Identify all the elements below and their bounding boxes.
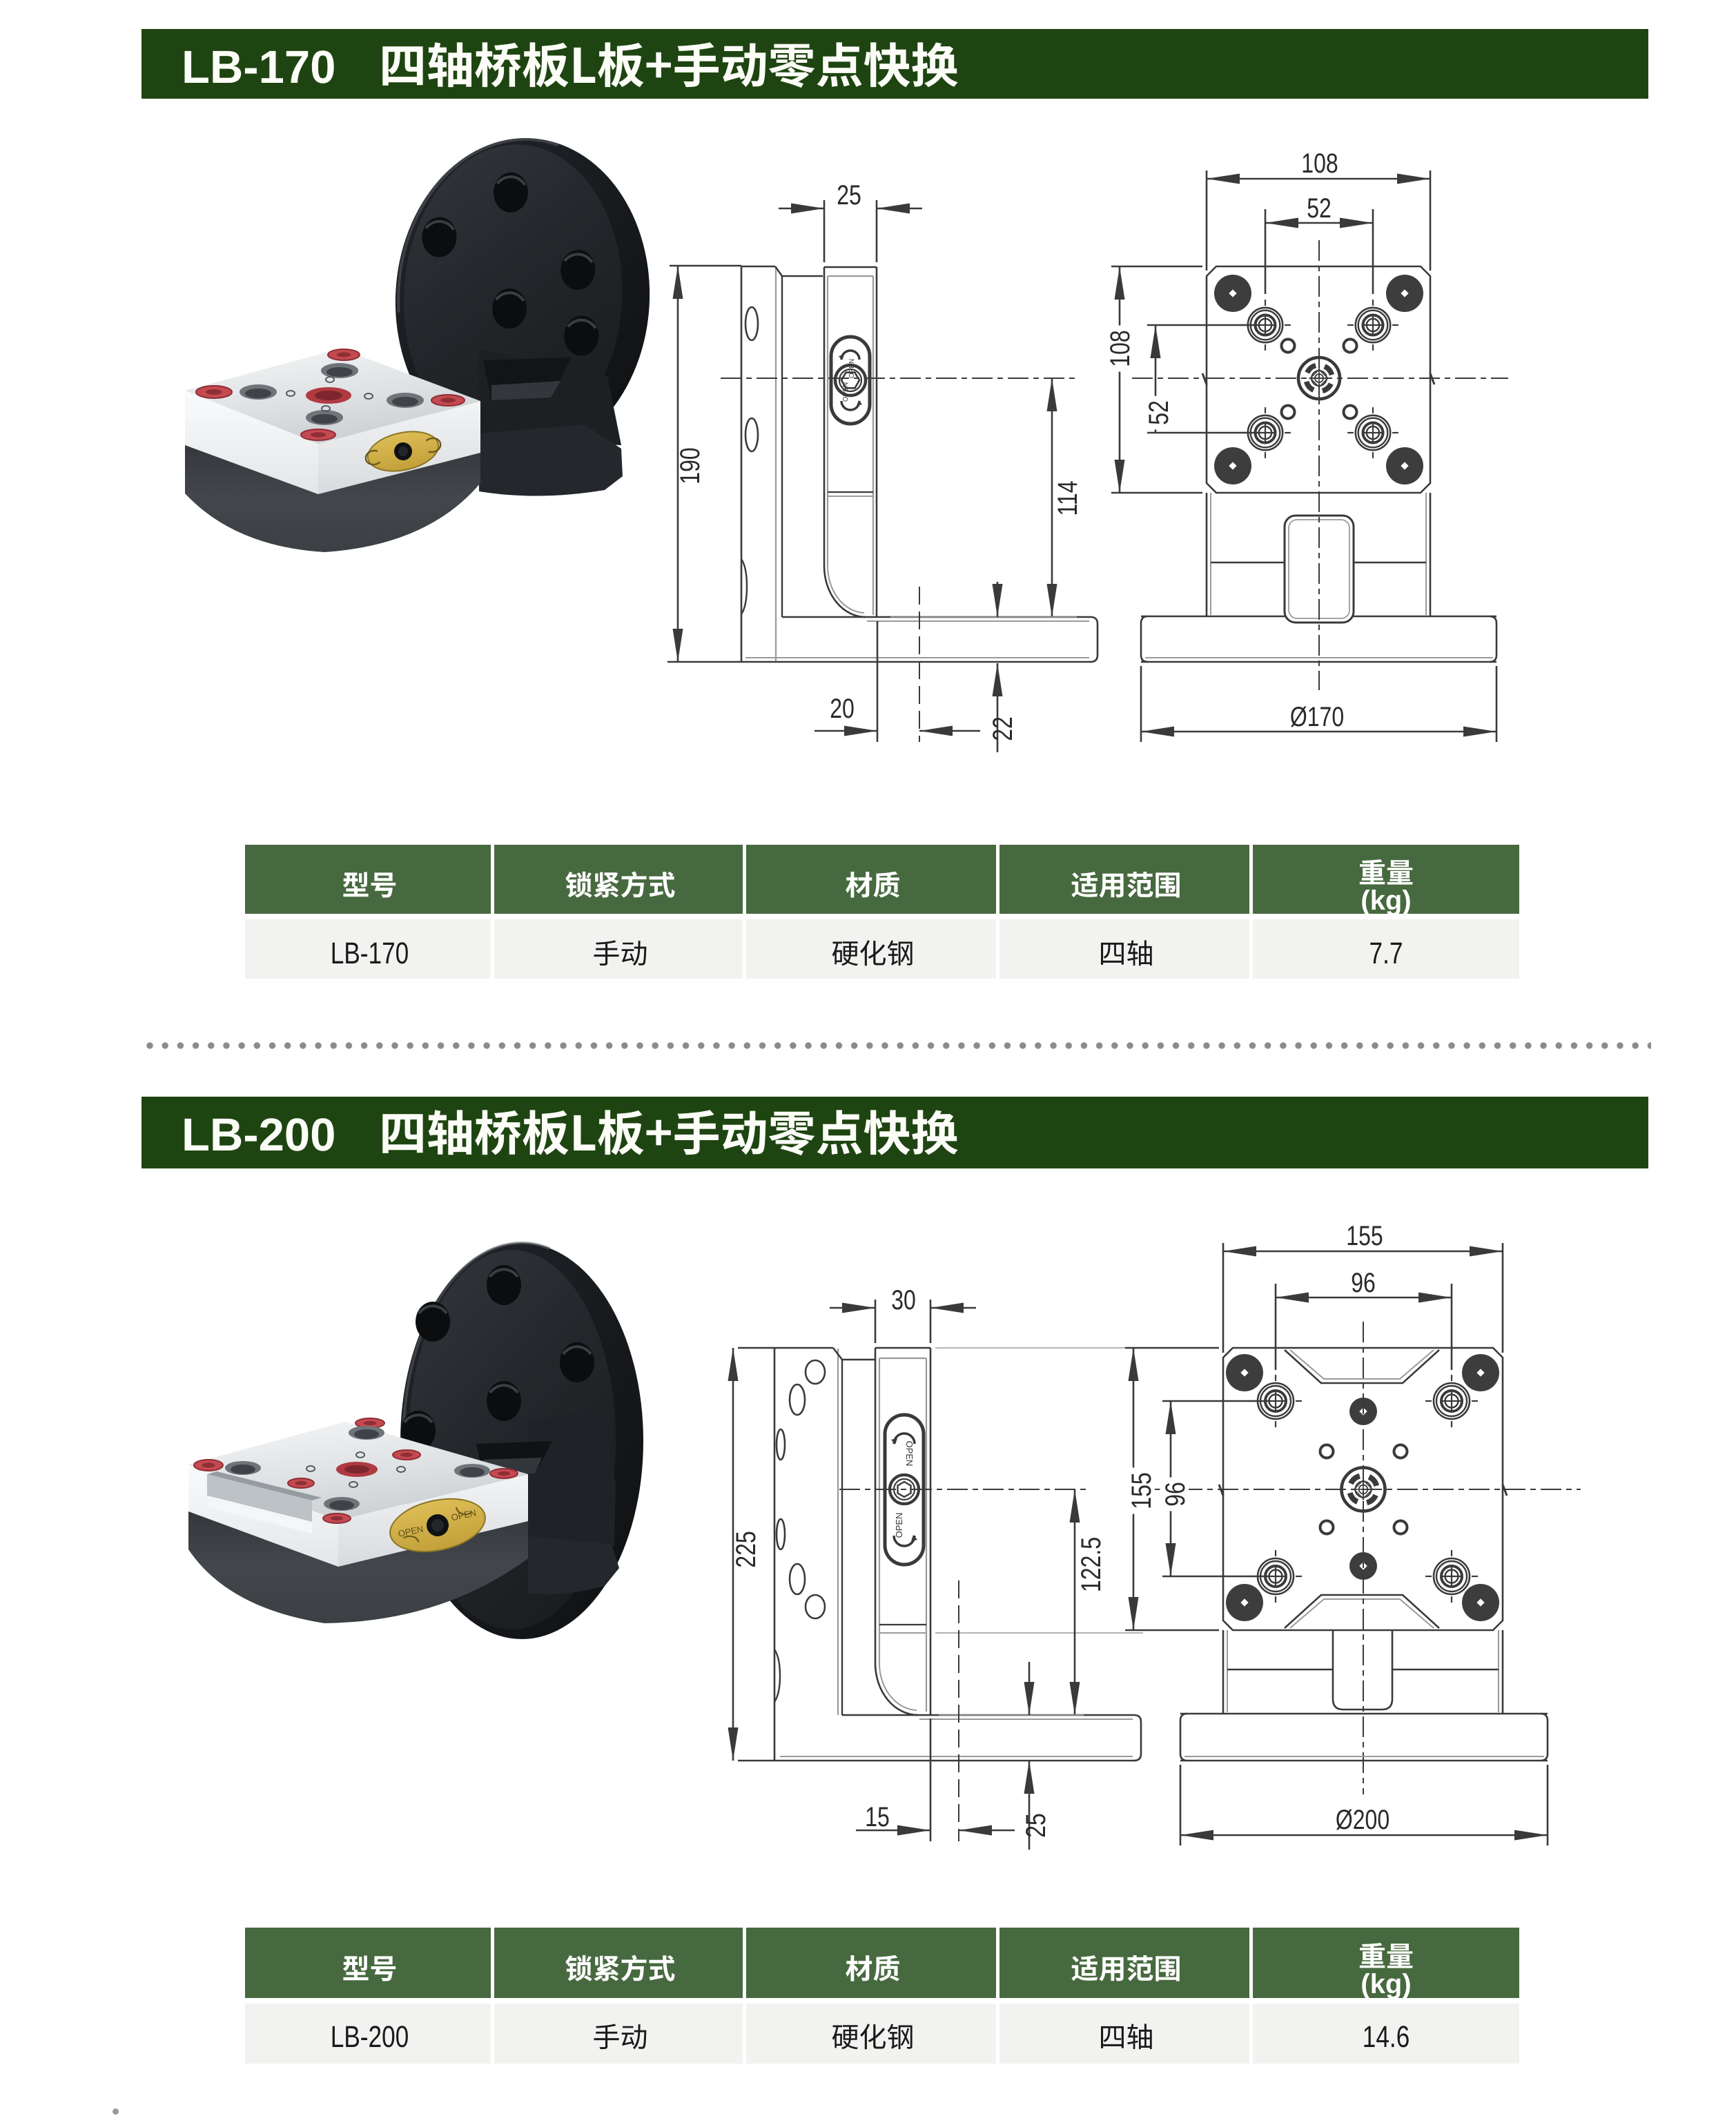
svg-text:25: 25 [1020, 1813, 1051, 1838]
svg-text:22: 22 [987, 716, 1018, 741]
svg-text:OPEN: OPEN [848, 359, 856, 378]
svg-text:190: 190 [674, 447, 705, 484]
svg-text:225: 225 [730, 1531, 761, 1567]
svg-text:OPEN: OPEN [904, 1441, 915, 1467]
svg-text:OPEN: OPEN [450, 1507, 477, 1522]
svg-text:155: 155 [1126, 1472, 1157, 1509]
svg-text:52: 52 [1307, 193, 1332, 224]
svg-text:122.5: 122.5 [1075, 1537, 1106, 1592]
svg-text:155: 155 [1346, 1220, 1383, 1251]
svg-text:114: 114 [1052, 480, 1083, 516]
svg-text:96: 96 [1160, 1482, 1191, 1507]
svg-text:20: 20 [830, 693, 855, 724]
svg-text:96: 96 [1351, 1267, 1376, 1298]
svg-text:OPEN: OPEN [894, 1513, 904, 1538]
svg-text:30: 30 [891, 1284, 916, 1315]
svg-text:52: 52 [1143, 400, 1174, 425]
svg-text:OPEN: OPEN [397, 1524, 424, 1539]
svg-text:Ø200: Ø200 [1336, 1804, 1389, 1835]
svg-text:OPEN: OPEN [842, 382, 850, 402]
svg-text:25: 25 [837, 179, 861, 210]
svg-text:15: 15 [865, 1801, 890, 1832]
svg-text:108: 108 [1301, 148, 1338, 179]
svg-text:108: 108 [1104, 330, 1135, 366]
svg-text:Ø170: Ø170 [1290, 701, 1344, 732]
